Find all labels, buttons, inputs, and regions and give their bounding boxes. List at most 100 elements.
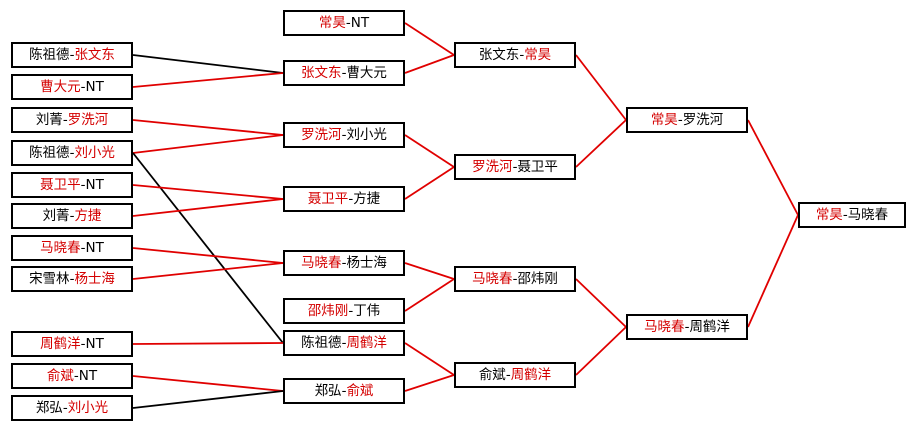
match-box-r1-05[interactable]: 聂卫平-NT [11, 172, 133, 198]
player-b: NT [85, 240, 104, 256]
connector-r2_03-r3_02 [404, 134, 455, 168]
player-a: 张文东 [301, 65, 342, 81]
player-b: 刘小光 [67, 400, 109, 416]
player-b: 曹大元 [346, 65, 387, 81]
player-b: NT [350, 15, 370, 31]
match-box-r1-11[interactable]: 郑弘-刘小光 [11, 395, 133, 421]
player-a: 刘菁 [42, 208, 70, 224]
connector-r2_05-r3_03 [404, 262, 455, 280]
connector-r4_01-final [747, 119, 799, 216]
match-box-r1-08[interactable]: 宋雪林-杨士海 [11, 266, 133, 292]
player-a: 曹大元 [40, 79, 81, 95]
player-a: 常昊 [650, 112, 678, 128]
player-b: 丁伟 [353, 303, 381, 319]
match-box-r1-10[interactable]: 俞斌-NT [11, 363, 133, 389]
player-a: 周鹤洋 [40, 336, 81, 352]
player-a: 陈祖德 [29, 145, 70, 161]
connector-r3_01-r4_01 [575, 54, 627, 121]
connector-r3_04-r4_02 [575, 326, 627, 376]
match-box-r1-04[interactable]: 陈祖德-刘小光 [11, 140, 133, 166]
player-b: 周鹤洋 [510, 367, 552, 383]
player-b: 方捷 [353, 191, 381, 207]
player-b: 刘小光 [74, 145, 115, 161]
connector-r2_01-r3_01 [404, 22, 455, 56]
match-box-r1-01[interactable]: 陈祖德-张文东 [11, 42, 133, 68]
player-b: NT [85, 79, 104, 95]
player-b: 杨士海 [74, 271, 115, 287]
connector-r1_11-r2_08 [132, 390, 284, 409]
player-a: 张文东 [478, 47, 520, 63]
match-box-r2-03[interactable]: 罗洗河-刘小光 [283, 122, 405, 148]
player-b: 罗洗河 [682, 112, 724, 128]
player-b: 聂卫平 [517, 159, 558, 175]
player-b: 张文东 [74, 47, 115, 63]
player-b: 周鹤洋 [689, 319, 730, 335]
match-box-r2-02[interactable]: 张文东-曹大元 [283, 60, 405, 86]
player-a: 马晓春 [301, 255, 342, 271]
player-b: 俞斌 [346, 383, 374, 399]
match-box-r2-05[interactable]: 马晓春-杨士海 [283, 250, 405, 276]
match-box-r3-01[interactable]: 张文东-常昊 [454, 42, 576, 68]
connector-r1_10-r2_08 [132, 375, 284, 392]
connector-r2_08-r3_04 [404, 374, 455, 392]
connector-r1_04-r2_07 [132, 152, 284, 344]
player-b: 刘小光 [346, 127, 387, 143]
match-box-r3-02[interactable]: 罗洗河-聂卫平 [454, 154, 576, 180]
player-a: 俞斌 [46, 368, 74, 384]
connector-r1_08-r2_05 [132, 262, 284, 280]
player-b: NT [85, 177, 104, 193]
match-box-r1-09[interactable]: 周鹤洋-NT [11, 331, 133, 357]
player-a: 俞斌 [478, 367, 506, 383]
match-box-r1-02[interactable]: 曹大元-NT [11, 74, 133, 100]
connector-r2_06-r3_03 [404, 278, 455, 312]
player-a: 郑弘 [35, 400, 63, 416]
match-box-r1-07[interactable]: 马晓春-NT [11, 235, 133, 261]
player-b: 邵炜刚 [517, 271, 558, 287]
player-a: 常昊 [318, 15, 346, 31]
player-a: 马晓春 [40, 240, 81, 256]
player-a: 聂卫平 [40, 177, 81, 193]
player-a: 罗洗河 [472, 159, 513, 175]
player-b: NT [85, 336, 104, 352]
connector-r2_04-r3_02 [404, 166, 455, 200]
player-a: 刘菁 [35, 112, 63, 128]
match-box-r4-02[interactable]: 马晓春-周鹤洋 [626, 314, 748, 340]
match-box-r1-03[interactable]: 刘菁-罗洗河 [11, 107, 133, 133]
connector-r2_02-r3_01 [404, 54, 455, 74]
player-a: 宋雪林 [29, 271, 70, 287]
player-b: NT [78, 368, 98, 384]
player-b: 罗洗河 [67, 112, 109, 128]
player-a: 罗洗河 [301, 127, 342, 143]
player-a: 邵炜刚 [307, 303, 349, 319]
match-box-r2-07[interactable]: 陈祖德-周鹤洋 [283, 330, 405, 356]
match-box-final[interactable]: 常昊-马晓春 [798, 202, 906, 228]
player-b: 常昊 [524, 47, 552, 63]
match-box-r2-04[interactable]: 聂卫平-方捷 [283, 186, 405, 212]
connector-r3_03-r4_02 [575, 278, 627, 328]
match-box-r4-01[interactable]: 常昊-罗洗河 [626, 107, 748, 133]
connector-r1_01-r2_02 [132, 54, 284, 74]
player-a: 郑弘 [314, 383, 342, 399]
connector-r1_05-r2_04 [132, 184, 284, 200]
match-box-r3-03[interactable]: 马晓春-邵炜刚 [454, 266, 576, 292]
connector-r1_09-r2_07 [132, 342, 284, 345]
player-b: 马晓春 [847, 207, 889, 223]
connector-r2_07-r3_04 [404, 342, 455, 376]
player-a: 马晓春 [472, 271, 513, 287]
player-a: 常昊 [815, 207, 843, 223]
match-box-r2-06[interactable]: 邵炜刚-丁伟 [283, 298, 405, 324]
match-box-r3-04[interactable]: 俞斌-周鹤洋 [454, 362, 576, 388]
player-a: 陈祖德 [29, 47, 70, 63]
player-b: 方捷 [74, 208, 102, 224]
connector-r4_02-final [747, 214, 799, 328]
player-a: 聂卫平 [307, 191, 349, 207]
player-a: 陈祖德 [301, 335, 342, 351]
player-b: 周鹤洋 [346, 335, 387, 351]
connector-r3_02-r4_01 [575, 119, 627, 168]
match-box-r1-06[interactable]: 刘菁-方捷 [11, 203, 133, 229]
match-box-r2-01[interactable]: 常昊-NT [283, 10, 405, 36]
connector-r1_06-r2_04 [132, 198, 284, 217]
match-box-r2-08[interactable]: 郑弘-俞斌 [283, 378, 405, 404]
connector-r1_04-r2_03 [132, 134, 284, 154]
